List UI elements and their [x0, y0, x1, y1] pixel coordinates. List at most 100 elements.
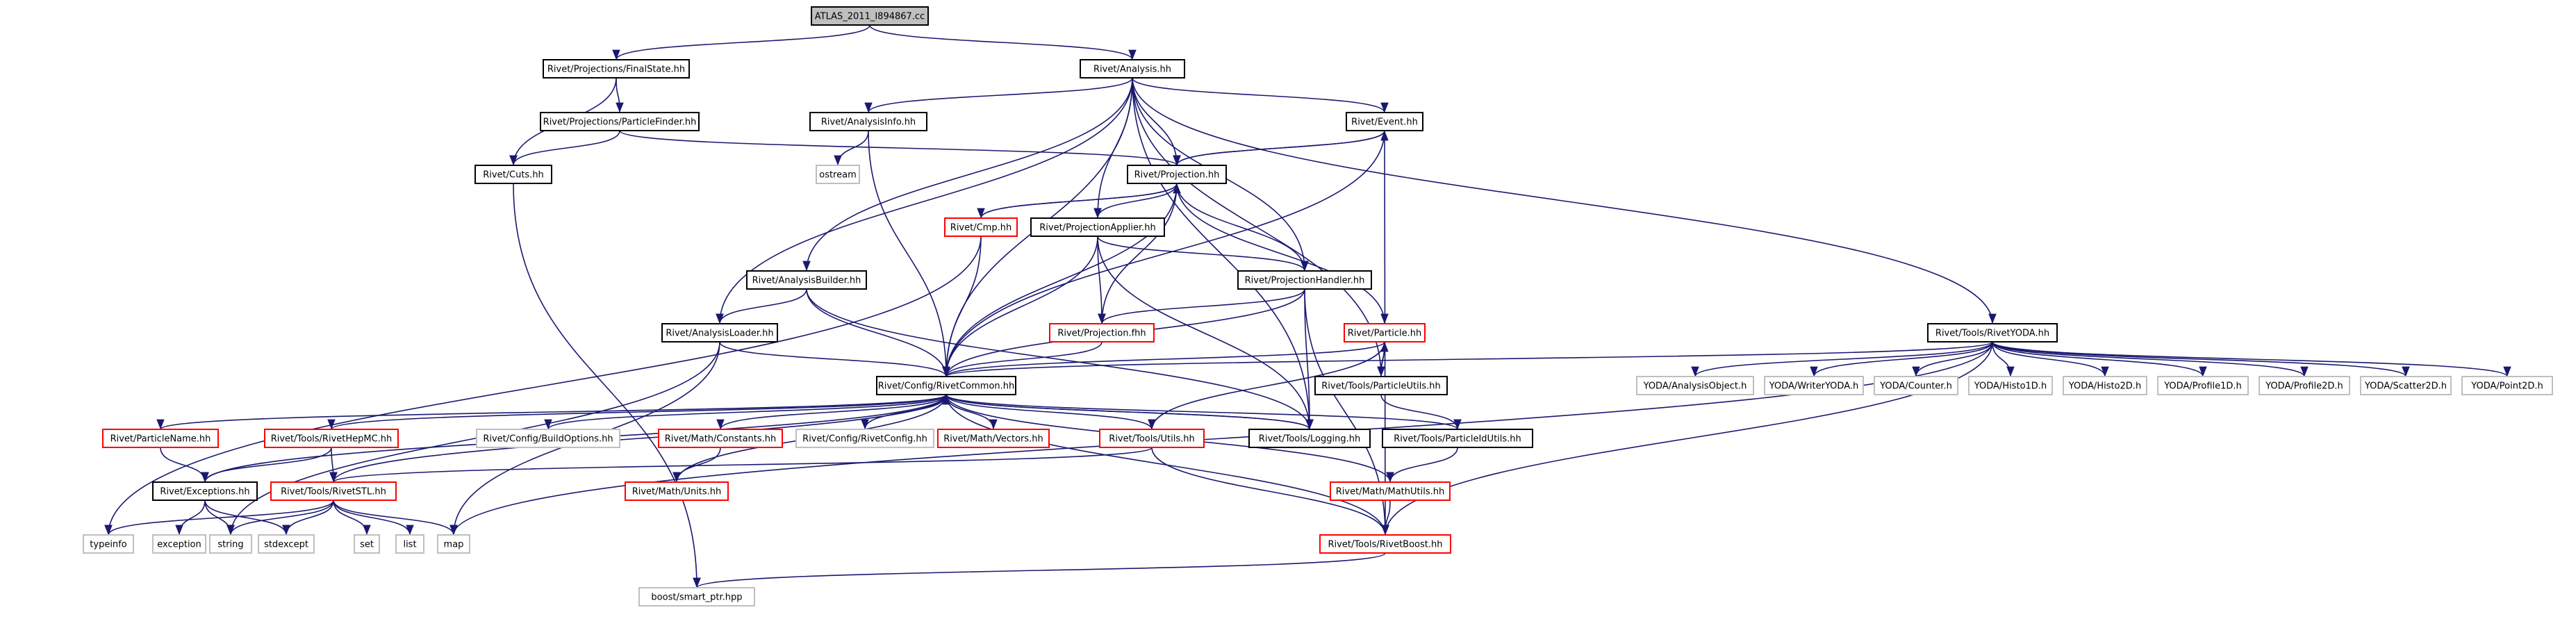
node-analysisbuilder[interactable]: Rivet/AnalysisBuilder.hh: [746, 270, 867, 290]
node-rivetstl[interactable]: Rivet/Tools/RivetSTL.hh: [270, 481, 397, 501]
edge-path: [1304, 288, 1314, 430]
edge-path: [619, 130, 1181, 166]
include-edge-rivetyoda-to-yoda_p1: [1992, 341, 2207, 377]
edge-path: [1386, 447, 1458, 483]
node-rivethepmc[interactable]: Rivet/Tools/RivetHepMC.hh: [264, 429, 399, 448]
node-mathconstants[interactable]: Rivet/Math/Constants.hh: [658, 429, 783, 448]
include-edge-analysis-to-analysisinfo: [864, 77, 1133, 113]
node-label: map: [444, 540, 464, 550]
node-exception: exception: [152, 534, 206, 554]
include-edge-analysisloader-to-string: [226, 341, 720, 536]
edge-path: [333, 500, 458, 536]
node-finalstate[interactable]: Rivet/Projections/FinalState.hh: [543, 59, 690, 79]
node-box: [1127, 165, 1227, 184]
node-box: [2063, 376, 2147, 395]
node-label: boost/smart_ptr.hpp: [651, 593, 742, 603]
node-box: [354, 534, 380, 554]
edge-path: [104, 500, 334, 536]
node-particleutils[interactable]: Rivet/Tools/ParticleUtils.hh: [1314, 376, 1448, 395]
node-analysis[interactable]: Rivet/Analysis.hh: [1080, 59, 1185, 79]
edge-path: [226, 341, 720, 536]
node-label: Rivet/Projection.fhh: [1057, 329, 1146, 339]
node-box: [1346, 112, 1423, 131]
include-edge-analysisbuilder-to-logging: [806, 288, 1314, 430]
node-label: Rivet/ProjectionApplier.hh: [1039, 223, 1155, 233]
node-event[interactable]: Rivet/Event.hh: [1346, 112, 1423, 131]
node-toolsutils[interactable]: Rivet/Tools/Utils.hh: [1099, 429, 1205, 448]
node-particlehh[interactable]: Rivet/Particle.hh: [1344, 323, 1426, 342]
edge-path: [716, 77, 1133, 324]
node-analysisloader[interactable]: Rivet/AnalysisLoader.hh: [661, 323, 778, 342]
node-mathvectors[interactable]: Rivet/Math/Vectors.hh: [937, 429, 1050, 448]
node-projection[interactable]: Rivet/Projection.hh: [1127, 165, 1227, 184]
node-string: string: [209, 534, 252, 554]
node-root: ATLAS_2011_I894867.cc: [811, 6, 929, 26]
node-particleidutils[interactable]: Rivet/Tools/ParticleIdUtils.hh: [1382, 429, 1533, 448]
node-box: [816, 165, 860, 184]
node-rivetboost[interactable]: Rivet/Tools/RivetBoost.hh: [1319, 534, 1451, 554]
edge-path: [1098, 288, 1305, 324]
node-box: [474, 165, 552, 184]
edge-path: [1381, 500, 1391, 536]
node-label: Rivet/Tools/RivetBoost.hh: [1328, 540, 1443, 550]
edge-path: [329, 394, 947, 483]
node-box: [264, 429, 399, 448]
include-edge-rivetcommon-to-rivethepmc: [327, 394, 947, 430]
edge-path: [1992, 341, 2511, 377]
node-box: [1382, 429, 1533, 448]
include-edge-analysisinfo-to-rivetcommon: [868, 130, 950, 377]
node-label: Rivet/Tools/ParticleUtils.hh: [1321, 381, 1440, 392]
node-projhandler[interactable]: Rivet/ProjectionHandler.hh: [1237, 270, 1372, 290]
node-label: Rivet/AnalysisBuilder.hh: [752, 276, 861, 286]
node-box: [1874, 376, 1958, 395]
include-edge-rivethepmc-to-rivetstl: [329, 447, 338, 483]
header-nodes: ATLAS_2011_I894867.ccRivet/Projections/F…: [83, 6, 2553, 606]
node-box: [1030, 217, 1165, 237]
edge-path: [226, 500, 334, 536]
node-particlename[interactable]: Rivet/ParticleName.hh: [102, 429, 219, 448]
node-map: map: [437, 534, 470, 554]
include-edge-rivetstl-to-string: [226, 500, 334, 536]
include-edge-finalstate-to-particlefinder: [616, 77, 624, 113]
node-box: [811, 6, 929, 26]
node-rivetyoda[interactable]: Rivet/Tools/RivetYODA.hh: [1927, 323, 2058, 342]
node-projapplier[interactable]: Rivet/ProjectionApplier.hh: [1030, 217, 1165, 237]
include-edge-particlename-to-exceptions: [160, 447, 209, 483]
node-box: [1330, 481, 1451, 501]
node-list: list: [395, 534, 424, 554]
edge-path: [1132, 77, 1997, 324]
node-buildoptions: Rivet/Config/BuildOptions.hh: [476, 429, 620, 448]
include-edge-rivetstl-to-map: [333, 500, 458, 536]
node-mathunits[interactable]: Rivet/Math/Units.hh: [625, 481, 729, 501]
node-box: [1237, 270, 1372, 290]
include-edge-exceptions-to-exception: [175, 500, 206, 536]
node-particlefinder[interactable]: Rivet/Projections/ParticleFinder.hh: [540, 112, 700, 131]
include-edge-rivetyoda-to-yoda_s2: [1992, 341, 2410, 377]
node-rivetcommon[interactable]: Rivet/Config/RivetCommon.hh: [876, 376, 1016, 395]
edge-path: [716, 288, 807, 324]
node-cmp[interactable]: Rivet/Cmp.hh: [944, 217, 1018, 237]
node-mathutils[interactable]: Rivet/Math/MathUtils.hh: [1330, 481, 1451, 501]
edge-path: [806, 288, 950, 377]
include-edge-root-to-finalstate: [612, 24, 870, 60]
node-box: [625, 481, 729, 501]
node-cuts[interactable]: Rivet/Cuts.hh: [474, 165, 552, 184]
node-yoda_h1: YODA/Histo1D.h: [1968, 376, 2053, 395]
node-label: exception: [157, 540, 201, 550]
include-edge-analysisinfo-to-ostream: [834, 130, 869, 166]
node-label: Rivet/Projections/ParticleFinder.hh: [543, 117, 697, 128]
node-label: Rivet/Config/BuildOptions.hh: [483, 434, 613, 445]
include-edge-projapplier-to-projfhh: [1097, 236, 1106, 324]
node-label: Rivet/Config/RivetConfig.hh: [802, 434, 927, 445]
node-analysisinfo[interactable]: Rivet/AnalysisInfo.hh: [809, 112, 927, 131]
node-projfhh[interactable]: Rivet/Projection.fhh: [1049, 323, 1155, 342]
edge-path: [1097, 236, 1314, 430]
node-logging[interactable]: Rivet/Tools/Logging.hh: [1248, 429, 1371, 448]
node-box: [102, 429, 219, 448]
node-box: [152, 481, 258, 501]
include-edge-rivetyoda-to-yoda_ao: [1691, 341, 1993, 377]
node-box: [809, 112, 927, 131]
edge-path: [942, 394, 1310, 430]
include-edge-rivetstl-to-typeinfo: [104, 500, 334, 536]
node-exceptions[interactable]: Rivet/Exceptions.hh: [152, 481, 258, 501]
